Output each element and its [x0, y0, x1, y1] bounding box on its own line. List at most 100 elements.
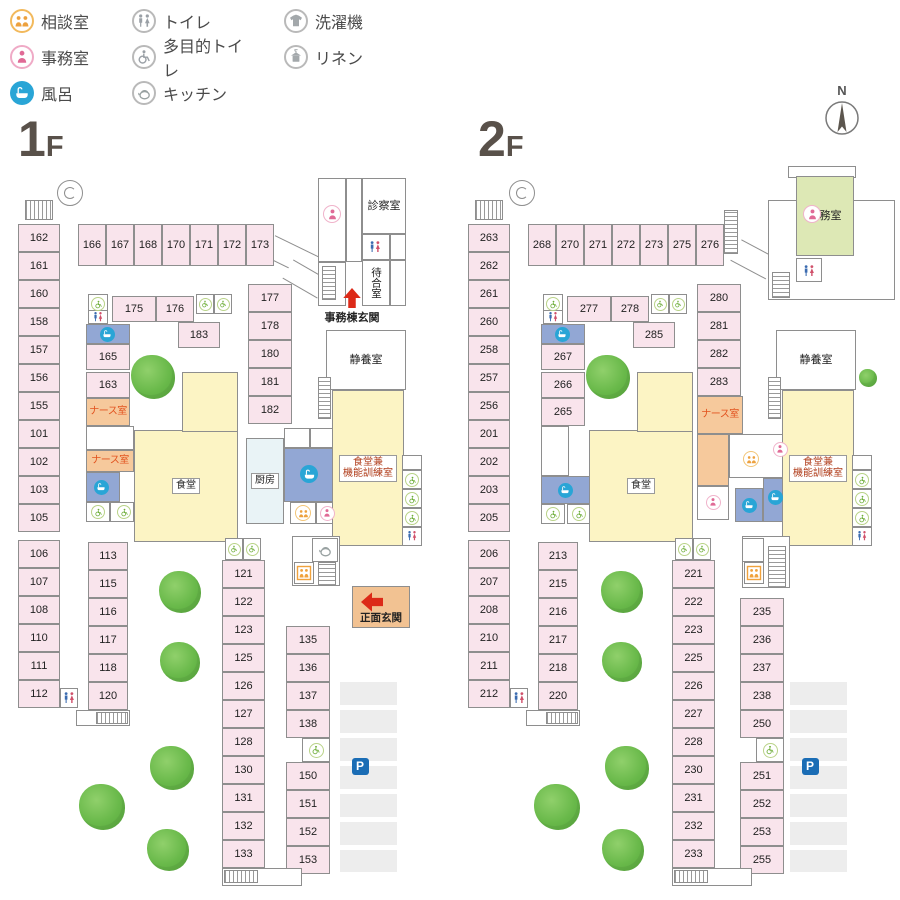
- room-label: 121: [234, 567, 253, 580]
- room-273: 273: [640, 224, 668, 266]
- floor-number: 1: [18, 111, 46, 167]
- room-label: 263: [479, 231, 499, 244]
- room-150: 150: [286, 762, 330, 790]
- office-icon: [319, 505, 335, 521]
- room-label: 113: [99, 549, 117, 562]
- kitchen-room: 厨房: [246, 438, 284, 524]
- room-285: 285: [633, 322, 675, 348]
- room-label: 171: [194, 238, 214, 251]
- bath-icon: [557, 482, 573, 498]
- room-238: 238: [740, 682, 784, 710]
- room-202: 202: [468, 448, 510, 476]
- room-label: 208: [479, 603, 499, 616]
- room-107: 107: [18, 568, 60, 596]
- room-205: 205: [468, 504, 510, 532]
- room-label: 157: [29, 343, 49, 356]
- room-label: 170: [166, 238, 186, 251]
- room-170: 170: [162, 224, 190, 266]
- room-label: 150: [298, 769, 318, 782]
- room-label: 282: [709, 347, 729, 360]
- room-225: 225: [672, 644, 715, 672]
- tree: [534, 784, 580, 830]
- room-label: 123: [234, 623, 253, 636]
- room-label: 128: [234, 735, 253, 748]
- room-105: 105: [18, 504, 60, 532]
- room-label: 230: [684, 763, 703, 776]
- wheelchair-icon: [117, 505, 131, 519]
- room-163: 163: [86, 372, 130, 398]
- room-label: 228: [684, 735, 703, 748]
- room-label: 253: [752, 825, 772, 838]
- room-label: 207: [479, 575, 499, 588]
- room-235: 235: [740, 598, 784, 626]
- room-label: 食堂兼 機能訓練室: [339, 454, 397, 482]
- room-110: 110: [18, 624, 60, 652]
- room-176: 176: [156, 296, 194, 322]
- room-label: 275: [672, 238, 692, 251]
- room-label: 診察室: [367, 199, 401, 212]
- room-203: 203: [468, 476, 510, 504]
- room-158: 158: [18, 308, 60, 336]
- room-label: 273: [644, 238, 664, 251]
- wheelchair-icon: [677, 542, 691, 556]
- compass-north-label: N: [837, 83, 847, 98]
- stairs: [475, 200, 503, 220]
- nurse-station: [697, 434, 729, 486]
- room-label: 107: [29, 575, 49, 588]
- room-label: 155: [29, 399, 49, 412]
- room-126: 126: [222, 672, 265, 700]
- room-131: 131: [222, 784, 265, 812]
- tree: [159, 571, 201, 613]
- room-173: 173: [246, 224, 274, 266]
- tree: [859, 369, 877, 387]
- wheelchair-icon: [245, 542, 259, 556]
- consult-icon: [743, 451, 759, 467]
- stairs: [724, 210, 738, 254]
- room-251: 251: [740, 762, 784, 790]
- room-label: 276: [700, 238, 720, 251]
- room-label: 153: [298, 853, 318, 866]
- small-cell: [312, 538, 338, 562]
- room-label: 151: [298, 797, 318, 810]
- wheelchair-icon: [132, 44, 156, 69]
- legend-column: 洗濯機 リネン: [284, 8, 363, 105]
- room-label: 静養室: [349, 353, 383, 366]
- room-label: 161: [29, 259, 49, 272]
- room-257: 257: [468, 364, 510, 392]
- room-233: 233: [672, 840, 715, 868]
- small-cell: [756, 738, 784, 762]
- room-label: 126: [234, 679, 253, 692]
- room-101: 101: [18, 420, 60, 448]
- room-label: 252: [752, 797, 772, 810]
- stairs: [25, 200, 53, 220]
- room-120: 120: [88, 682, 128, 710]
- room-label: 206: [479, 547, 499, 560]
- legend-label: 風呂: [41, 86, 74, 104]
- room-281: 281: [697, 312, 741, 340]
- room-label: 220: [548, 689, 568, 702]
- compass: N: [820, 84, 864, 142]
- legend-item-accessible-toilet: 多目的トイレ: [132, 39, 258, 80]
- room-label: 125: [234, 651, 253, 664]
- wheelchair-icon: [198, 297, 212, 311]
- bath-room: [86, 472, 120, 502]
- parking-icon: P: [351, 757, 369, 775]
- room-228: 228: [672, 728, 715, 756]
- room-label: 132: [234, 819, 253, 832]
- room-label: 201: [479, 427, 499, 440]
- wheelchair-icon: [405, 511, 419, 525]
- toilet-icon: [62, 691, 76, 705]
- room-label: 203: [479, 483, 499, 496]
- room-label: 258: [479, 343, 499, 356]
- room-217: 217: [538, 626, 578, 654]
- stairs: [318, 377, 331, 419]
- room-label: 173: [250, 238, 270, 251]
- room-label: 181: [260, 375, 280, 388]
- room-label: 215: [548, 577, 568, 590]
- bath-icon: [741, 497, 757, 513]
- room-231: 231: [672, 784, 715, 812]
- room-label: 226: [684, 679, 703, 692]
- room-166: 166: [78, 224, 106, 266]
- room-221: 221: [672, 560, 715, 588]
- wheelchair-icon: [405, 492, 419, 506]
